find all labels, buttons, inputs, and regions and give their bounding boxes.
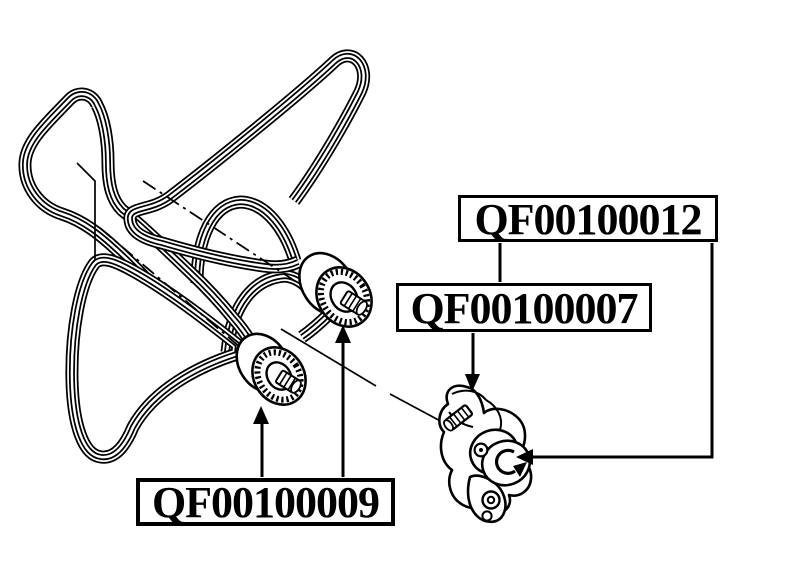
idler-pulley-upper — [298, 251, 373, 328]
axis-line-upper-pulley — [142, 180, 302, 286]
part-number: QF00100009 — [151, 478, 380, 527]
knurl-ring — [317, 268, 371, 326]
arrowhead-tensioner-top — [465, 374, 480, 392]
tensioner-bolt — [443, 404, 474, 432]
edge-line — [76, 162, 96, 260]
arrowhead-upper-pulley — [335, 325, 351, 343]
label-connectors — [253, 243, 714, 477]
idler-pulley-lower — [235, 332, 307, 406]
pulley-shaft — [339, 290, 368, 316]
axis-line-lower-pulley — [99, 227, 241, 348]
pulley-shaft — [275, 369, 302, 394]
part-label-box-1: QF00100012 — [458, 195, 718, 242]
arrowhead-lower-pulley — [253, 406, 269, 424]
part-label-box-3: QF00100009 — [136, 478, 395, 526]
leader-line-tensioner — [280, 328, 447, 425]
belt-tensioner — [438, 384, 533, 524]
part-label-box-2: QF00100007 — [396, 283, 652, 332]
arrowhead-tensioner-right — [516, 449, 533, 465]
part-number: QF00100012 — [474, 194, 702, 244]
part-number: QF00100007 — [410, 283, 638, 333]
knurl-ring — [254, 349, 304, 403]
rotation-mark — [494, 448, 516, 475]
